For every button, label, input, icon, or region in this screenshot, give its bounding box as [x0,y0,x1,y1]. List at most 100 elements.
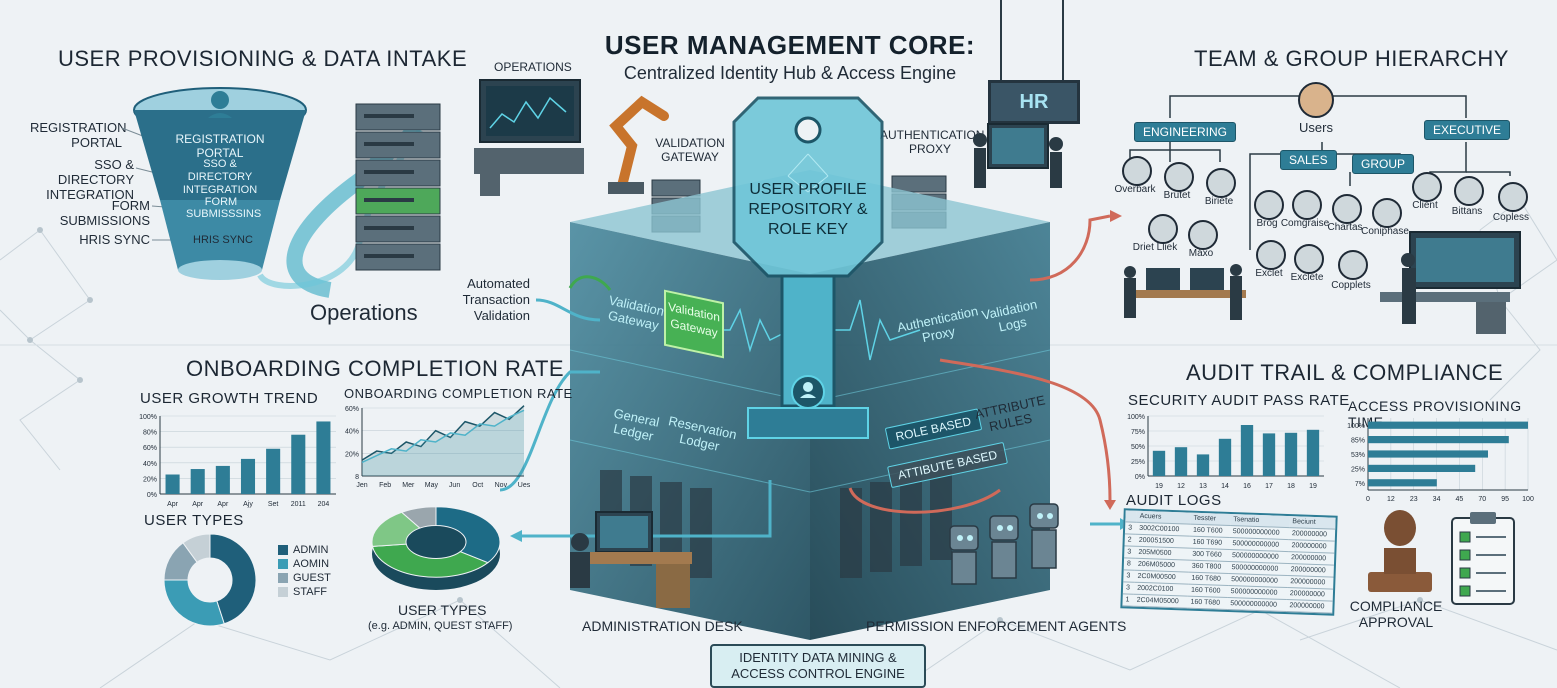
legend-swatch [278,559,288,569]
label-hris-sync: HRIS SYNC [79,232,150,247]
operations-workstation [474,79,584,196]
bar [1196,454,1210,476]
bar [240,458,256,494]
engine-label-box: IDENTITY DATA MINING & ACCESS CONTROL EN… [710,644,926,688]
member-avatar [1254,190,1284,220]
x-tick-label: 100 [1522,496,1534,503]
member-name: Copless [1492,212,1530,223]
legend-swatch [278,545,288,555]
x-tick-label: Jun [449,482,460,489]
table-cell: 8 [1123,557,1136,571]
pie-slice [209,533,257,625]
funnel-layer-hris: HRIS SYNC [193,234,253,246]
legend-item: STAFF [278,586,331,598]
funnel-layer-registration: REGISTRATION PORTAL [175,132,265,160]
x-tick-label: 19 [1155,483,1163,490]
role-key-icon [732,96,884,439]
bar [1368,421,1528,429]
table-cell: 200000000 [1286,599,1333,614]
x-tick-label: Apr [192,501,204,508]
member-name: Client [1412,200,1438,211]
y-tick-label: 75% [1131,429,1145,436]
agents-label: PERMISSION ENFORCEMENT AGENTS [866,618,1127,634]
x-tick-label: Mer [402,482,415,489]
validation-gateway-label: VALIDATION GATEWAY [655,136,725,164]
legend-item: AOMIN [278,558,331,570]
x-tick-label: 17 [1265,483,1273,490]
group-engineering: ENGINEERING [1134,122,1237,142]
main-title: USER MANAGEMENT CORE: [604,30,976,60]
member-avatar [1292,190,1322,220]
member-avatar [1256,240,1286,270]
x-tick-label: 70 [1478,496,1486,503]
x-tick-label: Nov [495,482,508,489]
admin-desk-label: ADMINISTRATION DESK [582,618,743,634]
x-tick-label: 14 [1221,483,1229,490]
bar [1306,429,1320,476]
y-tick-label: 0% [1135,474,1145,481]
group-sales: SALES [1280,150,1337,170]
x-tick-label: Apr [167,501,179,508]
table-cell: 160 T680 [1187,596,1228,610]
bar [316,421,331,494]
member-avatar [1338,250,1368,280]
label-sso-directory: SSO & DIRECTORY INTEGRATION [46,157,134,202]
pie-slice [371,543,489,578]
y-tick-label: 40% [143,461,157,468]
x-tick-label: Ajy [243,501,253,508]
group-group: GROUP [1352,154,1415,174]
table-cell: 3 [1123,569,1135,583]
automated-validation-label: Automated Transaction Validation [462,276,530,323]
bar [215,465,230,494]
x-tick-label: 19 [1309,483,1317,490]
chart-growth-title: USER GROWTH TREND [140,390,319,407]
chart-onboarding-title: ONBOARDING COMPLETION RATE [344,386,573,401]
x-tick-label: Apr [217,501,229,508]
bar [1368,479,1437,487]
member-name: Biriete [1204,196,1234,207]
x-tick-label: Oct [472,482,483,489]
label-form-submissions: FORM SUBMISSIONS [59,198,150,228]
member-name: Copplets [1331,280,1371,291]
x-tick-label: 18 [1287,483,1295,490]
table-cell: 3 [1124,545,1136,559]
y-tick-label: 85% [1351,438,1365,445]
legend-item: ADMIN [278,544,331,556]
x-tick-label: Set [268,501,279,508]
hr-sign-cable-right [1062,0,1064,80]
bar [1284,432,1298,476]
x-tick-label: 0 [1366,496,1370,503]
chart-access-time-title: ACCESS PROVISIONING TIME [1348,398,1522,430]
y-tick-label: 0% [147,492,157,499]
y-tick-label: 60% [143,445,157,452]
member-name: Overbark [1114,184,1156,195]
member-name: Comgraise [1280,218,1330,229]
member-avatar [1412,172,1442,202]
user-types-3d-donut [371,506,501,590]
x-tick-label: 23 [1410,496,1418,503]
pie-slice [435,506,501,564]
group-executive: EXECUTIVE [1424,120,1511,140]
member-name: Máxo [1188,248,1214,259]
auth-proxy-workstation [973,123,1063,188]
legend-label: AOMIN [293,558,330,570]
y-tick-label: 50% [1131,444,1145,451]
bar [1174,447,1188,476]
y-tick-label: 8 [355,474,359,481]
label-registration-portal: REGISTRATION PORTAL [30,120,127,150]
executive-workstation [1380,231,1521,334]
legend-label: STAFF [293,586,328,598]
legend-swatch [278,573,288,583]
member-avatar [1498,182,1528,212]
user-types-caption: USER TYPES [398,602,487,618]
x-tick-label: 16 [1243,483,1251,490]
pie-slice [163,579,225,627]
member-avatar [1188,220,1218,250]
x-tick-label: 12 [1387,496,1395,503]
x-tick-label: May [425,482,439,489]
